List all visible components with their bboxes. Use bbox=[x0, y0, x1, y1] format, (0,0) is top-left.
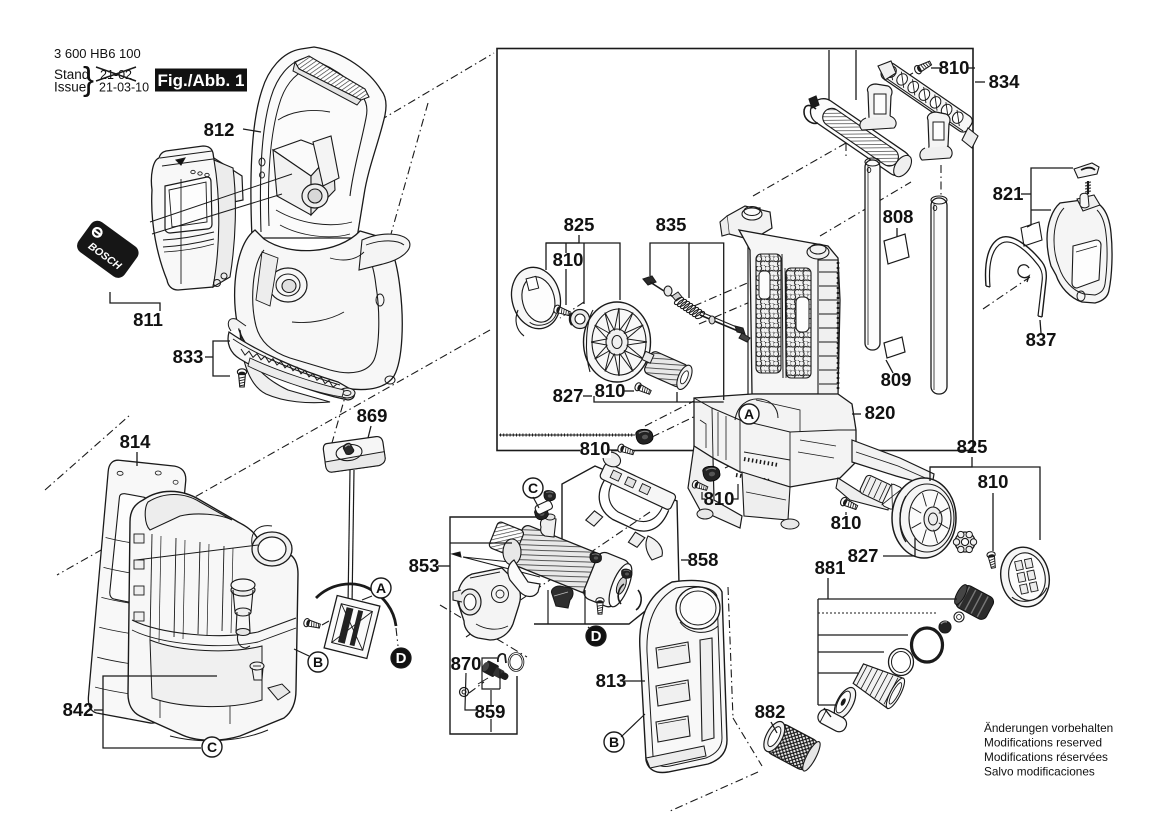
svg-text:811: 811 bbox=[133, 309, 163, 330]
svg-text:Salvo modificaciones: Salvo modificaciones bbox=[984, 765, 1095, 779]
svg-text:Stand: Stand bbox=[54, 67, 89, 82]
svg-text:821: 821 bbox=[993, 183, 1024, 204]
svg-text:812: 812 bbox=[204, 119, 235, 140]
svg-text:B: B bbox=[313, 654, 323, 670]
svg-text:Fig./Abb. 1: Fig./Abb. 1 bbox=[158, 71, 245, 90]
svg-text:842: 842 bbox=[63, 699, 94, 720]
svg-text:835: 835 bbox=[656, 214, 687, 235]
svg-text:859: 859 bbox=[475, 701, 506, 722]
svg-text:Änderungen vorbehalten: Änderungen vorbehalten bbox=[984, 721, 1113, 735]
svg-text:808: 808 bbox=[883, 206, 914, 227]
svg-text:810: 810 bbox=[580, 438, 611, 459]
svg-text:858: 858 bbox=[688, 549, 719, 570]
svg-text:870: 870 bbox=[451, 653, 482, 674]
svg-text:810: 810 bbox=[595, 380, 626, 401]
svg-text:834: 834 bbox=[989, 71, 1021, 92]
svg-text:Issue: Issue bbox=[54, 80, 86, 95]
svg-text:810: 810 bbox=[939, 57, 970, 78]
svg-text:}: } bbox=[83, 60, 94, 97]
svg-text:813: 813 bbox=[596, 670, 627, 691]
svg-text:D: D bbox=[396, 650, 407, 667]
svg-text:869: 869 bbox=[357, 405, 388, 426]
svg-text:825: 825 bbox=[564, 214, 595, 235]
svg-text:827: 827 bbox=[848, 545, 879, 566]
svg-text:Modifications réservées: Modifications réservées bbox=[984, 750, 1108, 764]
svg-text:809: 809 bbox=[881, 369, 912, 390]
svg-text:810: 810 bbox=[704, 488, 735, 509]
svg-text:853: 853 bbox=[409, 555, 440, 576]
svg-text:810: 810 bbox=[978, 471, 1009, 492]
svg-text:Modifications reserved: Modifications reserved bbox=[984, 736, 1102, 750]
svg-text:B: B bbox=[609, 734, 619, 750]
svg-text:3 600 HB6 100: 3 600 HB6 100 bbox=[54, 46, 141, 61]
svg-text:21-03-10: 21-03-10 bbox=[99, 81, 149, 95]
svg-text:810: 810 bbox=[831, 512, 862, 533]
svg-text:820: 820 bbox=[865, 402, 896, 423]
svg-text:833: 833 bbox=[173, 346, 204, 367]
svg-text:837: 837 bbox=[1026, 329, 1057, 350]
svg-text:A: A bbox=[376, 580, 386, 596]
svg-text:D: D bbox=[591, 628, 602, 645]
svg-text:810: 810 bbox=[553, 249, 584, 270]
svg-text:A: A bbox=[744, 406, 754, 422]
svg-text:C: C bbox=[528, 480, 538, 496]
svg-text:C: C bbox=[207, 739, 217, 755]
svg-text:825: 825 bbox=[957, 436, 988, 457]
svg-text:814: 814 bbox=[120, 431, 152, 452]
svg-text:827: 827 bbox=[553, 385, 584, 406]
svg-text:881: 881 bbox=[815, 557, 846, 578]
svg-text:882: 882 bbox=[755, 701, 786, 722]
